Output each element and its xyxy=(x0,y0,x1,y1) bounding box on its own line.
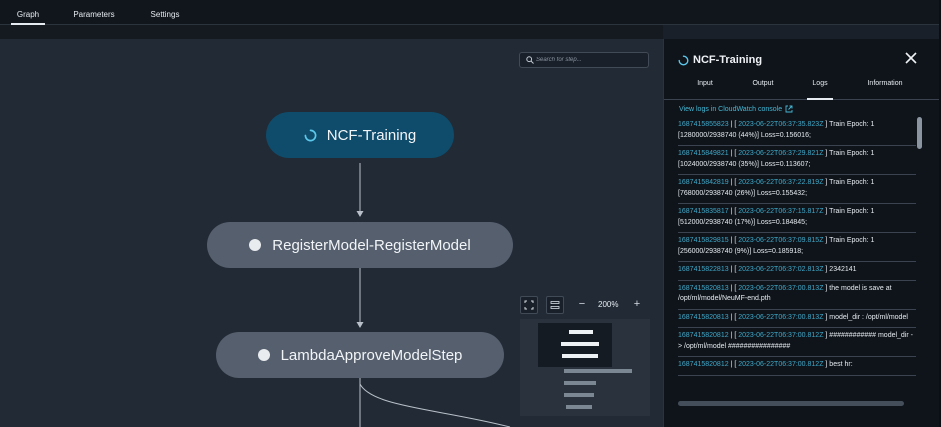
log-message: ] model_dir : /opt/ml/model xyxy=(825,313,908,321)
panel-title: NCF-Training xyxy=(693,54,763,66)
log-timestamp: 1687415849821 xyxy=(678,150,729,157)
spinner-icon xyxy=(678,55,689,65)
canvas-top-strip xyxy=(0,25,663,39)
minimap-node xyxy=(561,342,599,346)
log-entry: 1687415820813 | [ 2023-06-22T06:37:00.81… xyxy=(678,310,916,328)
log-timestamp: 1687415835817 xyxy=(678,208,729,215)
node-ncf-training[interactable]: NCF-Training xyxy=(266,112,454,158)
zoom-in-button[interactable]: + xyxy=(633,298,641,310)
spinner-icon xyxy=(304,129,317,141)
log-entry: 1687415849821 | [ 2023-06-22T06:37:29.82… xyxy=(678,146,916,175)
minimap-node xyxy=(564,369,632,373)
log-timestamp: 1687415842819 xyxy=(678,179,729,186)
tab-input[interactable]: Input xyxy=(697,80,713,87)
tab-parameters[interactable]: Parameters xyxy=(73,10,115,19)
log-datetime: 2023-06-22T06:37:29.821Z xyxy=(738,150,824,157)
minimap-node xyxy=(566,405,592,409)
log-datetime: 2023-06-22T06:37:00.813Z xyxy=(738,284,824,292)
search-icon xyxy=(526,56,534,64)
scrollbar-thumb[interactable] xyxy=(917,117,922,149)
step-search[interactable] xyxy=(519,52,649,68)
minimap-node xyxy=(569,330,593,334)
log-horizontal-scrollbar[interactable] xyxy=(678,401,904,406)
step-details-panel: NCF-Training Input Output Logs Informati… xyxy=(663,39,940,427)
log-message: ] best hr: xyxy=(825,361,853,368)
log-timestamp: 1687415855823 xyxy=(678,121,729,128)
zoom-controls: − 200% + xyxy=(520,296,650,314)
log-entry: 1687415820812 | [ 2023-06-22T06:37:00.81… xyxy=(678,357,916,376)
tab-graph[interactable]: Graph xyxy=(11,0,45,25)
log-datetime: 2023-06-22T06:37:02.813Z xyxy=(738,266,824,273)
panel-header: NCF-Training xyxy=(678,51,762,69)
layout-button[interactable] xyxy=(546,296,564,314)
log-entry: 1687415842819 | [ 2023-06-22T06:37:22.81… xyxy=(678,175,916,204)
cloudwatch-link-text: View logs in CloudWatch console xyxy=(679,105,783,113)
log-entry: 1687415820813 | [ 2023-06-22T06:37:00.81… xyxy=(678,281,916,310)
log-timestamp: 1687415820813 xyxy=(678,313,729,321)
cloudwatch-link[interactable]: View logs in CloudWatch console xyxy=(679,105,793,113)
tab-information[interactable]: Information xyxy=(867,80,903,87)
external-link-icon xyxy=(785,105,793,113)
tab-output[interactable]: Output xyxy=(752,80,774,87)
graph-edges xyxy=(356,163,511,427)
log-message: ] 2342141 xyxy=(825,266,857,273)
window-edge xyxy=(939,0,941,427)
node-lambda-approve-model[interactable]: LambdaApproveModelStep xyxy=(216,332,504,378)
search-input[interactable] xyxy=(536,53,644,67)
log-datetime: 2023-06-22T06:37:00.812Z xyxy=(738,361,824,368)
close-icon[interactable] xyxy=(904,51,918,65)
minimap-node xyxy=(564,381,596,385)
node-label: LambdaApproveModelStep xyxy=(280,346,463,364)
log-message: ] Train Epoch: 1 [512000/2938740 (17%)] … xyxy=(678,208,875,226)
log-message: ] the model is save at /opt/ml/model/Neu… xyxy=(678,284,892,303)
node-label: RegisterModel-RegisterModel xyxy=(272,236,471,254)
panel-tabs: Input Output Logs Information xyxy=(664,77,940,100)
graph-canvas[interactable]: NCF-Training RegisterModel-RegisterModel… xyxy=(0,39,663,427)
log-entry: 1687415829815 | [ 2023-06-22T06:37:09.81… xyxy=(678,233,916,262)
fit-view-icon xyxy=(524,300,534,310)
zoom-out-button[interactable]: − xyxy=(578,298,586,310)
log-message: ] Train Epoch: 1 [768000/2938740 (26%)] … xyxy=(678,179,875,197)
status-dot-icon xyxy=(257,349,270,361)
fit-view-button[interactable] xyxy=(520,296,538,314)
log-list: 1687415855823 | [ 2023-06-22T06:37:35.82… xyxy=(678,117,916,396)
status-dot-icon xyxy=(249,239,262,251)
tab-logs[interactable]: Logs xyxy=(807,77,833,100)
node-register-model[interactable]: RegisterModel-RegisterModel xyxy=(207,222,513,268)
tab-settings[interactable]: Settings xyxy=(150,10,180,19)
minimap-node xyxy=(564,393,594,397)
log-timestamp: 1687415820812 xyxy=(678,332,729,339)
log-datetime: 2023-06-22T06:37:09.815Z xyxy=(738,237,824,244)
log-timestamp: 1687415820812 xyxy=(678,361,729,368)
log-message: ] Train Epoch: 1 [1280000/2938740 (44%)]… xyxy=(678,121,875,139)
log-message: ] ############ model_dir -> /opt/ml/mode… xyxy=(678,332,913,350)
minimap[interactable] xyxy=(520,319,650,416)
log-datetime: 2023-06-22T06:37:00.812Z xyxy=(738,332,824,339)
log-timestamp: 1687415829815 xyxy=(678,237,729,244)
node-label: NCF-Training xyxy=(326,126,417,144)
layout-icon xyxy=(550,301,560,309)
log-message: ] Train Epoch: 1 [1024000/2938740 (35%)]… xyxy=(678,150,875,168)
log-timestamp: 1687415822813 xyxy=(678,266,729,273)
log-message: ] Train Epoch: 1 [256000/2938740 (9%)] L… xyxy=(678,237,875,255)
log-entry: 1687415822813 | [ 2023-06-22T06:37:02.81… xyxy=(678,262,916,281)
log-timestamp: 1687415820813 xyxy=(678,284,729,292)
minimap-node xyxy=(562,354,598,358)
log-datetime: 2023-06-22T06:37:22.819Z xyxy=(738,179,824,186)
log-entry: 1687415855823 | [ 2023-06-22T06:37:35.82… xyxy=(678,117,916,146)
log-vertical-scrollbar[interactable] xyxy=(917,117,922,417)
log-entry: 1687415835817 | [ 2023-06-22T06:37:15.81… xyxy=(678,204,916,233)
log-entry: 1687415820812 | [ 2023-06-22T06:37:00.81… xyxy=(678,328,916,357)
log-datetime: 2023-06-22T06:37:00.813Z xyxy=(738,313,824,321)
log-datetime: 2023-06-22T06:37:15.817Z xyxy=(738,208,824,215)
zoom-level: 200% xyxy=(598,300,619,309)
log-datetime: 2023-06-22T06:37:35.823Z xyxy=(738,121,824,128)
top-tab-bar: Graph Parameters Settings xyxy=(0,0,941,25)
